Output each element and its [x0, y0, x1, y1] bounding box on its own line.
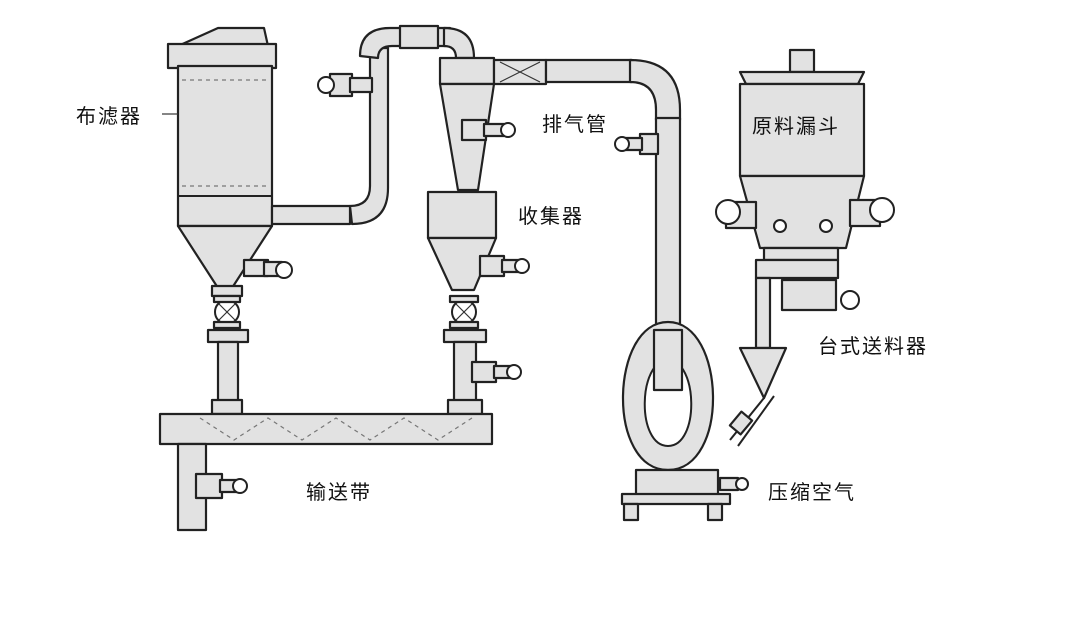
exhaust-pipe	[544, 58, 682, 332]
label-bag-filter: 布滤器	[76, 104, 142, 128]
conveyor	[158, 412, 494, 532]
filter-discharge	[206, 258, 293, 416]
table-feeder	[728, 246, 860, 447]
collector	[426, 190, 530, 416]
label-raw-hopper: 原料漏斗	[752, 114, 840, 138]
filter-outlet-pipe	[270, 24, 476, 226]
cyclone	[438, 56, 548, 192]
label-exhaust-pipe: 排气管	[542, 112, 608, 136]
label-compressed-air: 压缩空气	[768, 480, 856, 504]
raw-hopper	[715, 48, 895, 250]
bag-filter	[166, 26, 278, 298]
label-table-feeder: 台式送料器	[818, 334, 928, 358]
label-conveyor: 输送带	[306, 480, 372, 504]
loop-chamber	[620, 320, 749, 522]
label-collector: 收集器	[518, 204, 584, 228]
